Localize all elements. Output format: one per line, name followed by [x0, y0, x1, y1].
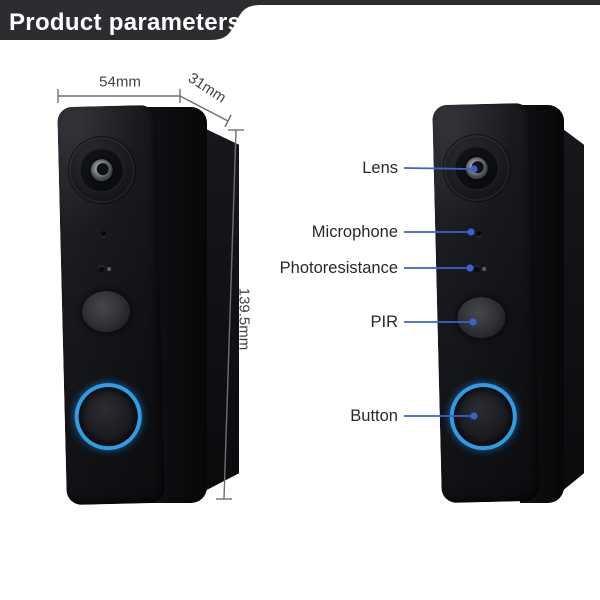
- part-label-button: Button: [350, 407, 398, 425]
- photoresistor-dot: [98, 265, 106, 273]
- header-ribbon-shape: [0, 0, 600, 40]
- header-ribbon: [0, 0, 600, 40]
- photoresistor-dot: [473, 265, 481, 273]
- photoresistor-glint: [482, 266, 487, 272]
- pir-sensor: [81, 290, 131, 333]
- page-title: Product parameters: [9, 9, 242, 36]
- part-label-microphone: Microphone: [311, 223, 398, 241]
- doorbell-ring-button: [78, 386, 139, 447]
- part-label-pir: PIR: [370, 313, 398, 331]
- doorbell-front-face: [57, 104, 165, 506]
- camera-lens: [442, 134, 511, 202]
- doorbell-device-dimension-view: [55, 100, 245, 512]
- lens-pupil: [96, 163, 109, 176]
- camera-lens: [67, 136, 136, 204]
- doorbell-ring-button: [453, 386, 514, 447]
- lens-pupil: [471, 161, 484, 174]
- doorbell-front-face: [432, 102, 540, 504]
- photoresistor-glint: [107, 266, 112, 272]
- microphone-hole: [476, 231, 482, 237]
- part-label-photoresistance: Photoresistance: [279, 259, 398, 277]
- width-dimension-label: 54mm: [99, 73, 141, 91]
- pir-sensor: [456, 296, 506, 339]
- doorbell-device-labeled-view: [432, 98, 590, 510]
- microphone-hole: [101, 231, 107, 237]
- part-label-lens: Lens: [362, 159, 398, 177]
